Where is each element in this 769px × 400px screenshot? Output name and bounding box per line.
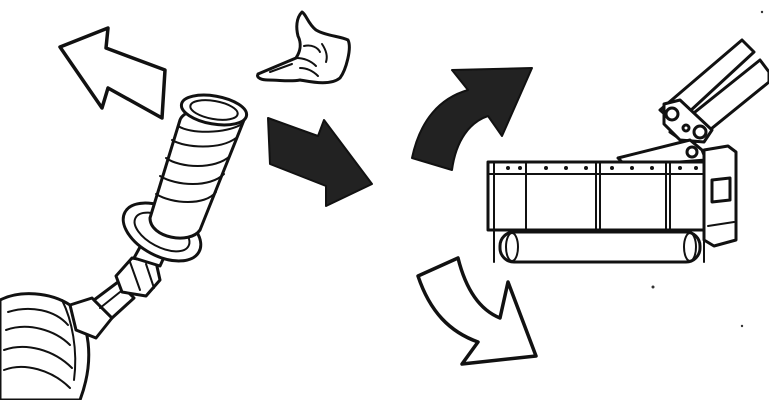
solid-curved-arrow-up-right: [412, 68, 532, 170]
bellows-guard: [150, 90, 249, 238]
outlined-arrow-up-left: [60, 28, 165, 118]
outlined-curved-arrow-down-right: [418, 258, 536, 364]
pto-shaft-assembly: [0, 90, 249, 400]
lift-linkage: [618, 40, 769, 166]
solid-arrow-down-right: [268, 118, 372, 206]
pointing-hand-icon: [258, 12, 350, 83]
roller: [500, 232, 700, 262]
